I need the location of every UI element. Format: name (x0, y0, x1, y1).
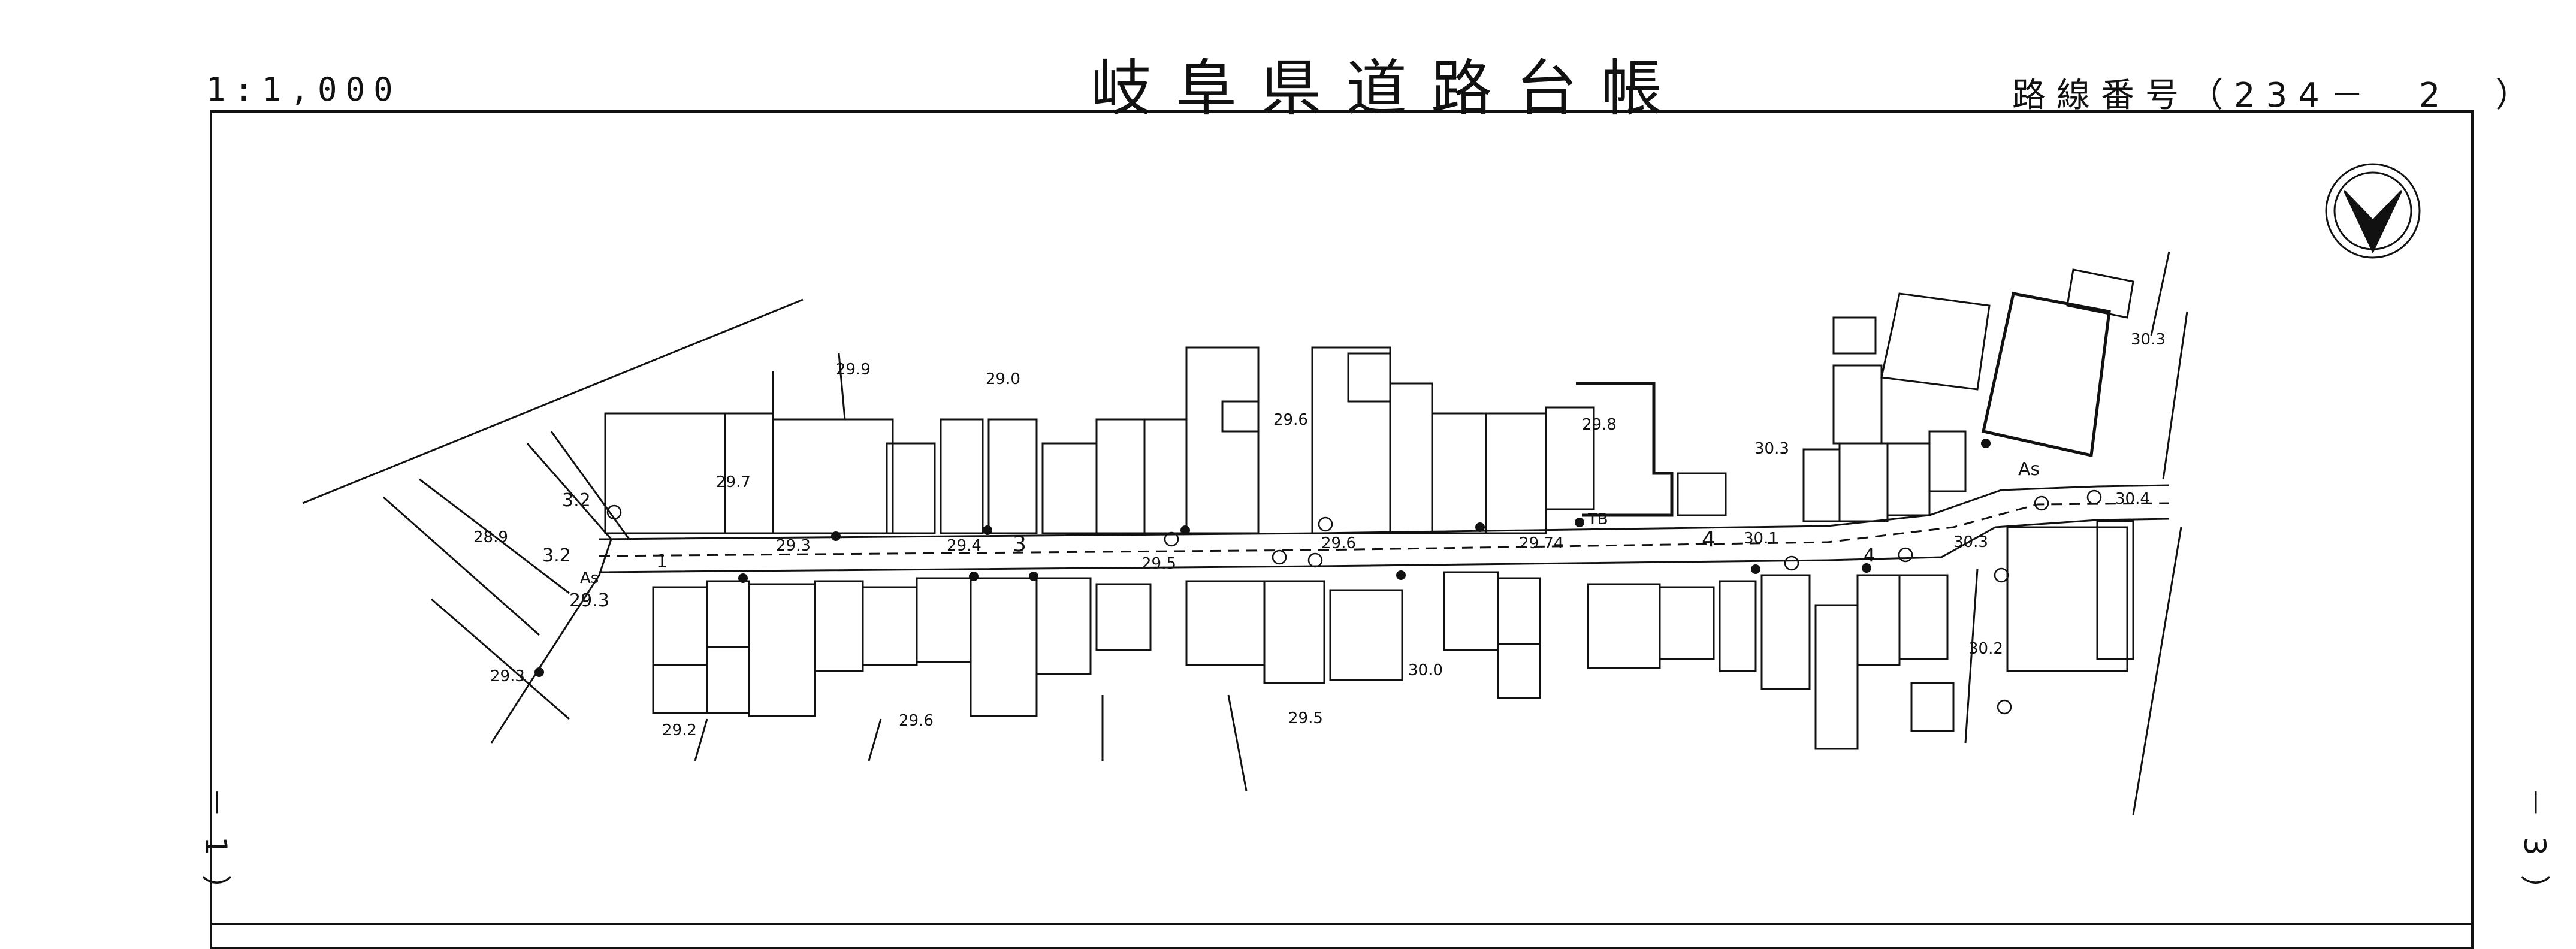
elevation-label: 30.0 (1408, 661, 1443, 679)
pavement-label: As (580, 569, 599, 587)
elevation-label: 30.3 (1953, 533, 1988, 551)
north-arrow-icon (2325, 163, 2421, 259)
elevation-label: 30.3 (2131, 331, 2166, 349)
width-label: 3.2 (562, 490, 591, 511)
elevation-label: 30.2 (1968, 640, 2003, 658)
station-number: 3 (1013, 532, 1026, 557)
road-centerline (599, 502, 2170, 557)
elevation-label: 29.6 (899, 712, 934, 730)
elevation-label: 29.6 (1273, 411, 1308, 429)
scale-label: 1:1,000 (206, 71, 401, 108)
station-number: 1 (656, 551, 668, 572)
elevation-label: 28.9 (473, 528, 508, 546)
elevation-label: 29.4 (947, 537, 982, 555)
page-title: 岐阜県道路台帳 (1091, 53, 1686, 125)
benchmark-label: TB (1588, 510, 1608, 528)
station-number: 4 (1864, 545, 1876, 566)
elevation-label: 29.7 (716, 473, 751, 491)
elevation-label: 30.1 (1744, 530, 1778, 548)
elevation-label: 29.74 (1519, 534, 1564, 552)
road-edge-south (599, 518, 2170, 573)
elevation-label: 29.3 (490, 667, 525, 685)
elevation-label: 29.2 (662, 721, 697, 739)
elevation-label: 29.3 (569, 590, 609, 611)
station-number: 4 (1702, 527, 1716, 552)
elevation-label: 29.6 (1321, 534, 1356, 552)
route-number: 路線番号（234－ 2 ） (2012, 76, 2540, 115)
elevation-label: 29.3 (776, 537, 811, 555)
road-edge-north (599, 484, 2170, 540)
elevation-label: 29.5 (1141, 555, 1176, 573)
elevation-label: 30.4 (2115, 490, 2150, 508)
width-label: 3.2 (542, 545, 571, 566)
elevation-label: 29.5 (1288, 709, 1323, 727)
elevation-label: 29.9 (836, 361, 871, 379)
elevation-label: 29.0 (986, 370, 1020, 388)
elevation-label: 30.3 (1754, 440, 1789, 458)
elevation-label: 29.8 (1582, 416, 1617, 434)
pavement-label: As (2018, 459, 2040, 480)
